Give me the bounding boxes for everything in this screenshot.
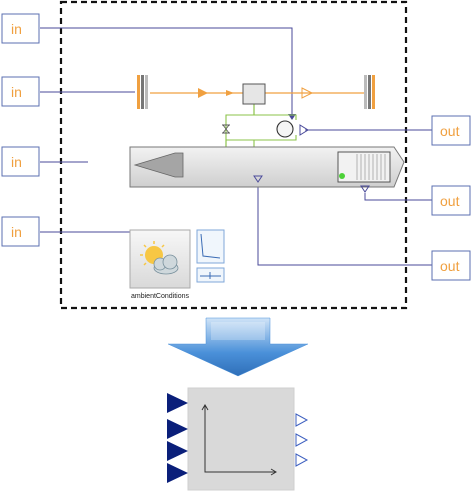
block-input-4[interactable] [167,463,188,483]
flow-arrow-1 [198,88,208,98]
block-input-triangles [167,393,188,483]
input-port-4-label: in [11,224,22,240]
boundary-left-icon [137,75,148,109]
input-port-2[interactable]: in [1,76,40,107]
block-output-triangles [295,413,309,467]
block-output-3[interactable] [295,453,309,467]
sensor-output-arrow [299,124,309,136]
output-port-3[interactable]: out [431,250,471,281]
axes-icon [201,404,277,476]
output-port-2[interactable]: out [431,185,471,216]
block-input-2[interactable] [167,419,188,439]
block-input-3[interactable] [167,441,188,461]
input-port-4[interactable]: in [1,216,40,247]
profile-chart-icon [196,229,225,264]
reduced-model-block[interactable] [187,387,295,491]
pipe-output-marker [253,175,263,183]
output-port-2-label: out [440,193,460,209]
sensor-icon[interactable] [276,120,294,138]
block-input-1[interactable] [167,393,188,413]
level-chart-icon [196,267,225,283]
input-port-3-label: in [11,154,22,170]
cloud-icon [153,254,179,275]
output-port-3-label: out [440,258,460,274]
valve-icon [222,124,230,134]
ambient-conditions-block[interactable] [129,229,191,289]
ambient-conditions-caption: ambientConditions [131,293,189,300]
flow-arrow-5 [226,90,234,96]
exchanger-output-marker [360,185,370,193]
heat-exchanger-icon [337,151,391,183]
signal-lines [40,27,432,266]
pipe-component[interactable] [129,146,405,188]
block-output-2[interactable] [295,433,309,447]
subsystem-boundary [59,0,408,310]
nozzle-icon [133,152,184,178]
transformation-arrow-icon [167,317,309,377]
output-port-1[interactable]: out [431,115,471,146]
input-port-2-label: in [11,84,22,100]
block-output-1[interactable] [295,413,309,427]
output-port-1-label: out [440,123,460,139]
volume-block-top[interactable] [242,83,266,105]
boundary-right-icon [364,75,375,109]
input-port-1[interactable]: in [1,13,40,44]
flow-arrow-2 [301,87,314,99]
input-port-1-label: in [11,21,22,37]
input-port-3[interactable]: in [1,146,40,177]
